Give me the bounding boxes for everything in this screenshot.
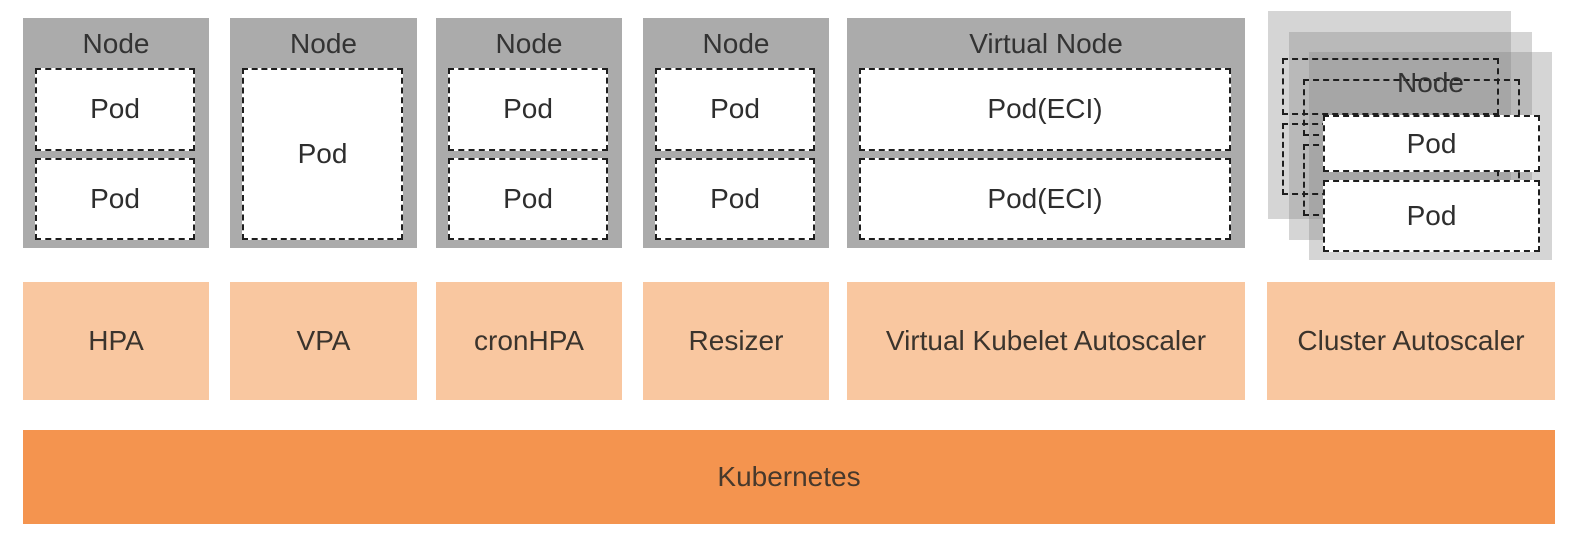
pod-box: Pod <box>1323 180 1540 252</box>
virtual-kubelet-autoscaler-box: Virtual Kubelet Autoscaler <box>847 282 1245 400</box>
virtual-node-box: Virtual Node Pod(ECI) Pod(ECI) <box>847 18 1245 248</box>
cronhpa-box: cronHPA <box>436 282 622 400</box>
resizer-box: Resizer <box>643 282 829 400</box>
pod-list: Pod <box>242 68 403 240</box>
node-stack: Node Pod Pod <box>1268 11 1555 261</box>
pod-box: Pod <box>242 68 403 240</box>
node-title: Node <box>1397 67 1464 98</box>
kubernetes-bar: Kubernetes <box>23 430 1555 524</box>
node-box-2: Node Pod <box>230 18 417 248</box>
hpa-box: HPA <box>23 282 209 400</box>
pod-box: Pod <box>35 157 195 240</box>
pod-box: Pod <box>448 157 608 240</box>
vpa-box: VPA <box>230 282 417 400</box>
node-title: Node <box>82 28 150 59</box>
pod-box: Pod <box>35 68 195 151</box>
stack-pod-outline <box>1282 58 1499 115</box>
pod-list: Pod Pod <box>35 68 195 240</box>
node-title: Virtual Node <box>969 28 1123 59</box>
node-box-4: Node Pod Pod <box>643 18 829 248</box>
pod-eci-box: Pod(ECI) <box>859 68 1231 151</box>
node-box-3: Node Pod Pod <box>436 18 622 248</box>
cluster-autoscaler-box: Cluster Autoscaler <box>1267 282 1555 400</box>
node-title: Node <box>290 28 357 59</box>
pod-box: Pod <box>655 157 815 240</box>
pod-box: Pod <box>448 68 608 151</box>
node-title: Node <box>495 28 563 59</box>
pod-eci-box: Pod(ECI) <box>859 157 1231 240</box>
node-title: Node <box>702 28 770 59</box>
pod-box: Pod <box>655 68 815 151</box>
node-box-1: Node Pod Pod <box>23 18 209 248</box>
pod-box: Pod <box>1323 115 1540 172</box>
pod-list: Pod(ECI) Pod(ECI) <box>859 68 1231 240</box>
pod-list: Pod Pod <box>655 68 815 240</box>
pod-list: Pod Pod <box>448 68 608 240</box>
